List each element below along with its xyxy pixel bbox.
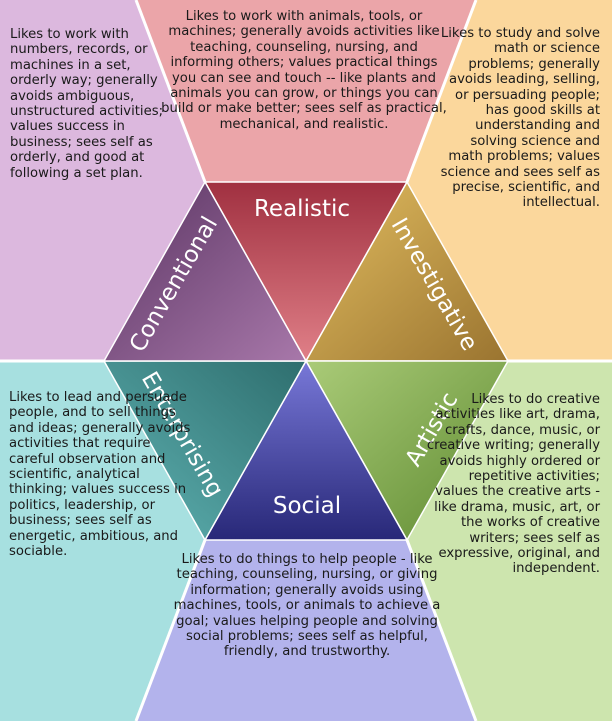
artistic-panel	[407, 361, 612, 721]
conventional-triangle	[102, 180, 308, 362]
conventional-panel	[0, 0, 205, 361]
social-panel	[136, 540, 476, 721]
artistic-description: Likes to do creative activities like art…	[426, 392, 600, 577]
realistic-panel	[136, 0, 476, 182]
conventional-description: Likes to work with numbers, records, or …	[10, 27, 164, 181]
realistic-label: Realistic	[254, 196, 350, 222]
enterprising-panel	[0, 361, 205, 721]
social-description: Likes to do things to help people - like…	[173, 552, 441, 660]
enterprising-description: Likes to lead and persuade people, and t…	[9, 390, 191, 560]
investigative-description: Likes to study and solve math or science…	[440, 26, 600, 211]
social-label: Social	[273, 493, 341, 519]
investigative-panel	[407, 0, 612, 361]
realistic-description: Likes to work with animals, tools, or ma…	[161, 9, 447, 132]
